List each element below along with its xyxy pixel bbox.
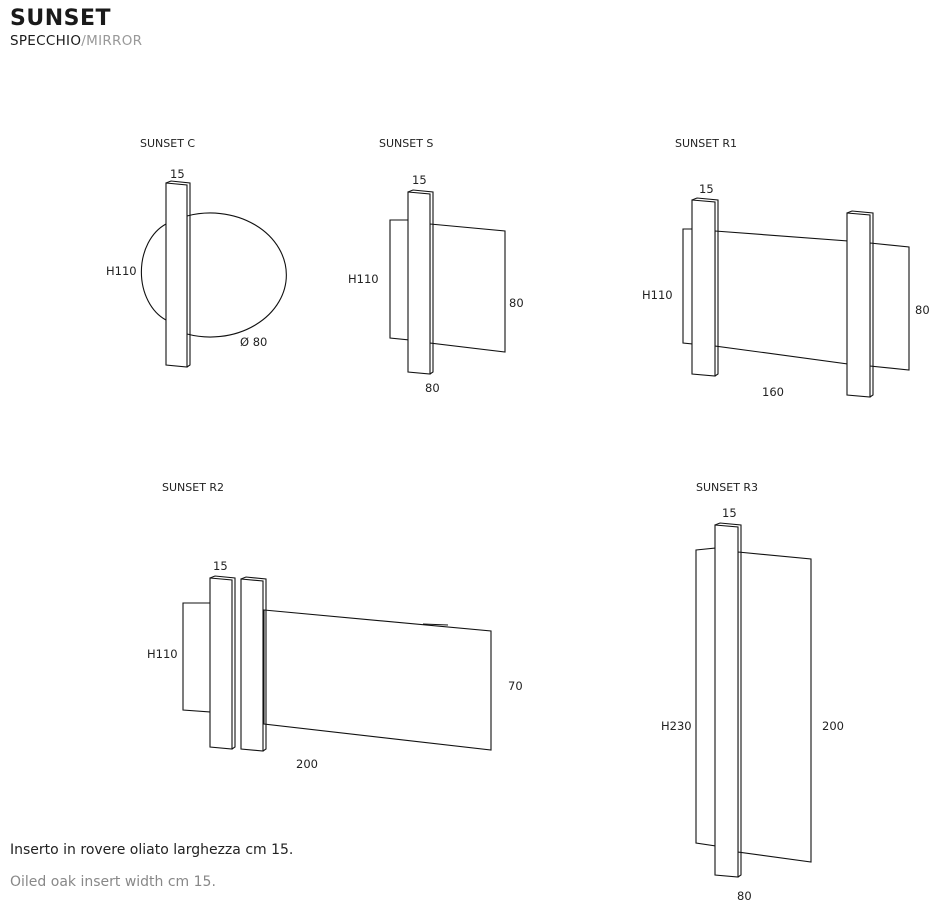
sunset-r3-mirror-height: 200: [822, 719, 844, 733]
sunset-r3-mirror: [737, 551, 812, 863]
sunset-r1-oak-insert-right: [846, 212, 871, 398]
sunset-r2-insert-right-edge: [240, 576, 267, 752]
sunset-s-insert-width: 15: [412, 173, 427, 187]
subtitle-italian: SPECCHIO: [10, 33, 82, 49]
sunset-r3-mirror-width: 80: [737, 889, 752, 903]
sunset-r2-label: SUNSET R2: [162, 481, 224, 494]
page-subtitle: SPECCHIO/MIRROR: [10, 33, 142, 49]
sunset-r2-insert-width: 15: [213, 559, 228, 573]
sunset-r2-mirror-width: 200: [296, 757, 318, 771]
sunset-r2-mirror: [263, 609, 492, 751]
sunset-c-oak-insert: [165, 182, 188, 368]
sunset-r1-height: H110: [642, 288, 673, 302]
sunset-r2-mirror-back: [182, 602, 212, 713]
sunset-c-drawing: SUNSET C 15 H110 Ø 80: [106, 137, 287, 368]
sunset-r2-insert-left-edge: [209, 575, 236, 750]
page-title: SUNSET: [10, 6, 112, 31]
sunset-s-mirror: [429, 223, 506, 353]
sunset-r1-oak-insert-left: [691, 199, 716, 377]
sunset-r3-drawing: SUNSET R3 15 H230 200 80: [661, 481, 844, 903]
sunset-r2-drawing: SUNSET R2 15 H110 70 200: [147, 481, 523, 771]
sunset-c-insert-width: 15: [170, 167, 185, 181]
sunset-r1-mirror-right: [869, 242, 910, 371]
sunset-r3-insert-width: 15: [722, 506, 737, 520]
sunset-c-mirror-left-part: [140, 223, 167, 321]
sunset-r1-mirror-width: 160: [762, 385, 784, 399]
sunset-s-drawing: SUNSET S 15 H110 80 80: [348, 137, 524, 395]
sunset-r3-label: SUNSET R3: [696, 481, 758, 494]
sunset-c-round-mirror: [186, 212, 287, 338]
sunset-r2-height: H110: [147, 647, 178, 661]
sunset-r2-oak-insert-right: [240, 578, 264, 752]
sunset-r1-insert-width: 15: [699, 182, 714, 196]
sunset-s-mirror-back: [389, 219, 411, 341]
subtitle-separator: /: [81, 33, 87, 49]
sunset-r3-height: H230: [661, 719, 692, 733]
note-english: Oiled oak insert width cm 15.: [10, 874, 216, 890]
sunset-r3-oak-insert: [714, 524, 739, 878]
sunset-r1-insert-right-edge: [846, 210, 874, 398]
sunset-r3-mirror-back: [695, 547, 717, 847]
sunset-s-mirror-width: 80: [425, 381, 440, 395]
sunset-r3-insert-edge: [714, 522, 742, 878]
sunset-s-oak-insert: [407, 191, 431, 375]
subtitle-english: MIRROR: [86, 33, 143, 49]
sunset-r1-mirror: [714, 230, 849, 365]
note-italian: Inserto in rovere oliato larghezza cm 15…: [10, 842, 294, 858]
sunset-s-insert-edge: [407, 189, 434, 375]
sunset-s-mirror-height: 80: [509, 296, 524, 310]
sunset-r1-insert-left-edge: [691, 197, 719, 377]
sunset-c-diameter: Ø 80: [240, 335, 267, 349]
sunset-c-height: H110: [106, 264, 137, 278]
sunset-r2-oak-insert-left: [209, 577, 233, 750]
sunset-s-height: H110: [348, 272, 379, 286]
sunset-s-label: SUNSET S: [379, 137, 433, 150]
sunset-r1-mirror-height: 80: [915, 303, 930, 317]
sunset-r1-drawing: SUNSET R1 15 H110 80 160: [642, 137, 930, 399]
sunset-r2-mirror-height: 70: [508, 679, 523, 693]
sunset-r2-mirror-top-notch: [422, 623, 449, 626]
sunset-r1-label: SUNSET R1: [675, 137, 737, 150]
sunset-c-insert-edge: [165, 180, 191, 368]
sunset-c-label: SUNSET C: [140, 137, 195, 150]
